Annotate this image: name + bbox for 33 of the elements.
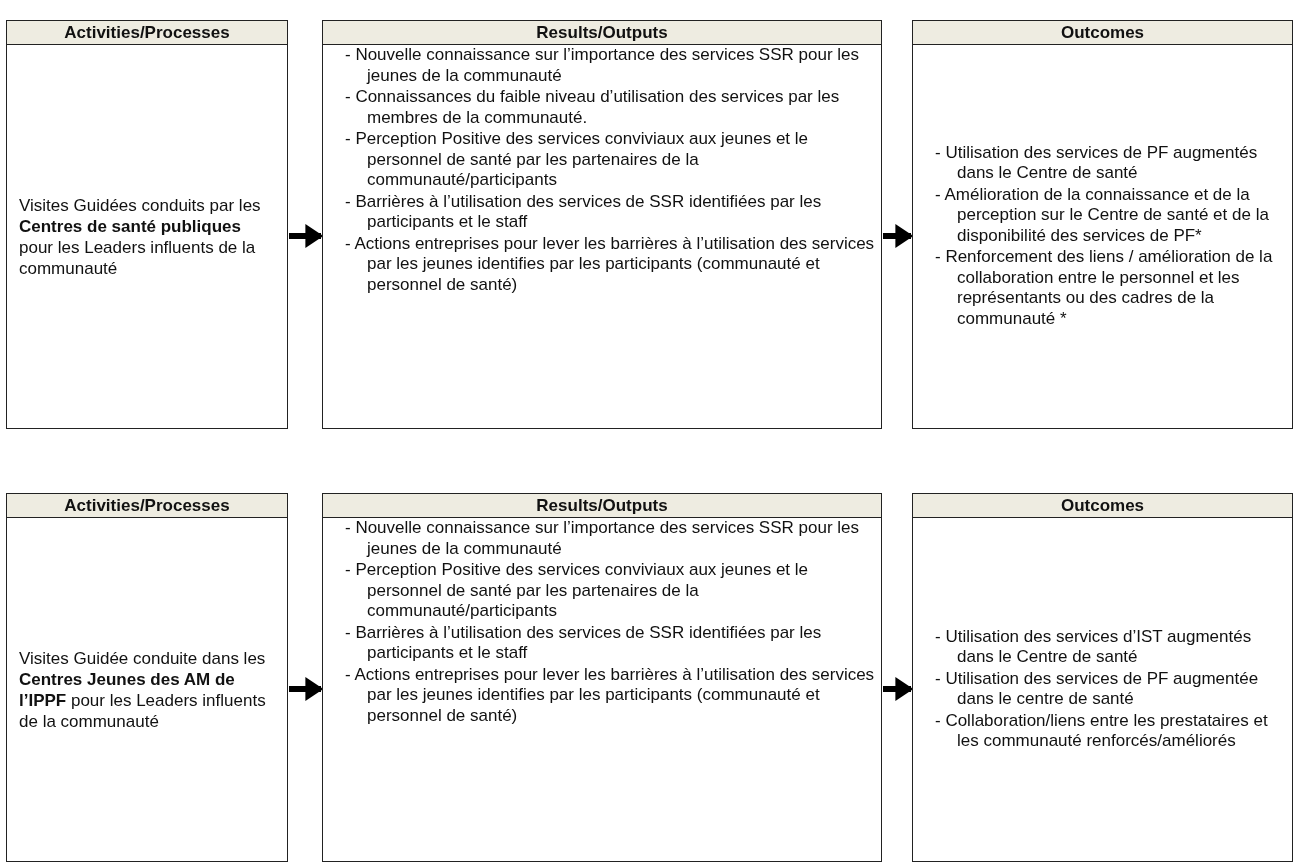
- column-header: Results/Outputs: [323, 21, 881, 45]
- arrow: [883, 224, 914, 248]
- bullet-item: - Nouvelle connaissance sur l’importance des services SSR pour les jeunes de la communauté: [344, 518, 860, 559]
- arrow: [883, 677, 914, 701]
- bullet-item: - Actions entreprises pour lever les barrières à l’utilisation des services par les jeunes identifies par les participants (communauté et personnel de santé): [344, 664, 875, 726]
- bullet-item: - Renforcement des liens / amélioration de la collaboration entre le personnel et les représentants ou des cadres de la communauté *: [934, 247, 1274, 330]
- column-header: Outcomes: [913, 494, 1292, 518]
- arrow: [289, 224, 324, 248]
- bullet-item: - Barrières à l’utilisation des services de SSR identifiées par les participants et le staff: [344, 622, 823, 664]
- bullet-item: - Barrières à l’utilisation des services de SSR identifiées par les participants et le staff: [344, 191, 823, 233]
- bullet-item: - Actions entreprises pour lever les barrières à l’utilisation des services par les jeunes identifies par les participants (communauté et personnel de santé): [344, 233, 875, 295]
- activity-text: Visites Guidées conduits par les Centres de santé publiques pour les Leaders influents de la communauté: [18, 194, 262, 279]
- bullet-item: - Utilisation des services d’IST augmentés dans le Centre de santé: [934, 626, 1253, 668]
- bullet-item: - Amélioration de la connaissance et de la perception sur le Centre de santé et de la disponibilité des services de PF*: [934, 184, 1270, 247]
- column-header: Results/Outputs: [323, 494, 881, 518]
- logic-model-box: [6, 493, 288, 862]
- logic-model-box: [322, 20, 882, 429]
- column-header: Activities/Processes: [7, 494, 287, 518]
- bullet-item: - Utilisation des services de PF augmentés dans le Centre de santé: [934, 142, 1259, 184]
- bullet-item: - Perception Positive des services conviviaux aux jeunes et le personnel de santé par les partenaires de la communauté/participants: [344, 560, 809, 622]
- bullet-item: - Perception Positive des services conviviaux aux jeunes et le personnel de santé par les partenaires de la communauté/participants: [344, 129, 809, 191]
- bullet-item: - Collaboration/liens entre les prestataires et les communauté renforcés/améliorés: [934, 710, 1269, 752]
- activity-text: Visites Guidée conduite dans les Centres Jeunes des AM de l’IPPF pour les Leaders influents de la communauté: [18, 647, 267, 732]
- column-header: Activities/Processes: [7, 21, 287, 45]
- logic-model-box: [912, 493, 1293, 862]
- logic-model-box: [912, 20, 1293, 429]
- bullet-item: - Utilisation des services de PF augmentée dans le centre de santé: [934, 668, 1260, 710]
- column-header: Outcomes: [913, 21, 1292, 45]
- logic-model-box: [6, 20, 288, 429]
- arrow: [289, 677, 324, 701]
- bullet-item: - Nouvelle connaissance sur l’importance des services SSR pour les jeunes de la communauté: [344, 45, 860, 86]
- logic-model-box: [322, 493, 882, 862]
- bullet-item: - Connaissances du faible niveau d’utilisation des services par les membres de la communauté.: [344, 87, 841, 128]
